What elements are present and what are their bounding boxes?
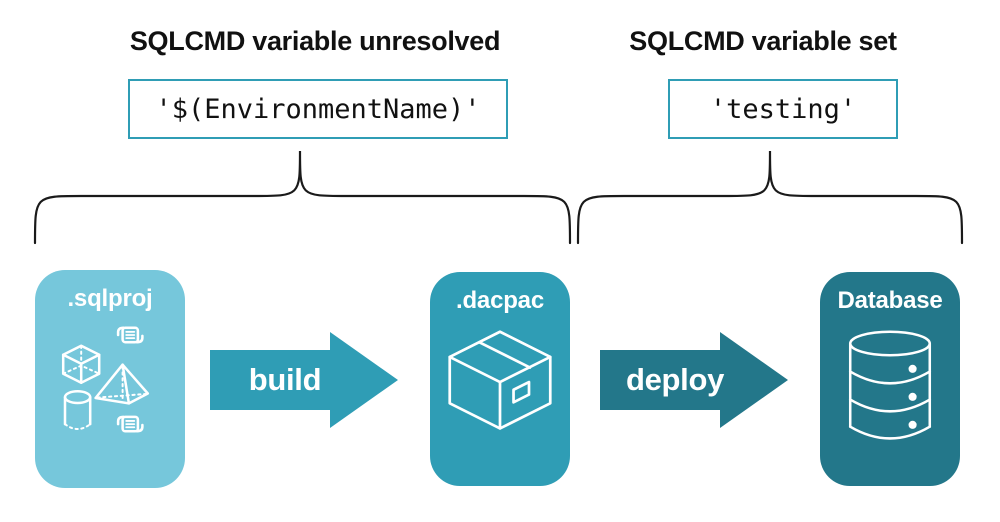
code-text-environment-variable: '$(EnvironmentName)' (155, 93, 481, 125)
curly-brace-right (576, 150, 964, 245)
cube-icon (61, 344, 101, 384)
stage-dacpac-title: .dacpac (456, 287, 544, 314)
stage-database: Database (820, 272, 960, 486)
package-icon (448, 330, 552, 430)
scroll-icon (116, 415, 144, 433)
database-icon (848, 330, 932, 440)
stage-database-title: Database (837, 287, 943, 314)
build-arrow-shape (210, 332, 398, 428)
heading-variable-set: SQLCMD variable set (629, 26, 897, 56)
code-box-testing-value: 'testing' (668, 79, 898, 139)
code-box-environment-variable: '$(EnvironmentName)' (128, 79, 508, 139)
stage-dacpac: .dacpac (430, 272, 570, 486)
pyramid-icon (94, 363, 150, 405)
heading-variable-unresolved: SQLCMD variable unresolved (129, 26, 501, 56)
cylinder-icon (63, 389, 92, 431)
deploy-arrow-label: deploy (625, 362, 725, 397)
curly-brace-left (33, 150, 572, 245)
sql-objects-icon (61, 326, 150, 433)
deploy-arrow-shape (600, 332, 788, 428)
scroll-icon (116, 326, 144, 344)
package-label-icon (512, 380, 531, 404)
stage-sqlproj-title: .sqlproj (67, 285, 153, 312)
stage-sqlproj: .sqlproj (35, 270, 185, 488)
code-text-testing-value: 'testing' (709, 93, 857, 125)
build-arrow-label: build (248, 362, 322, 397)
